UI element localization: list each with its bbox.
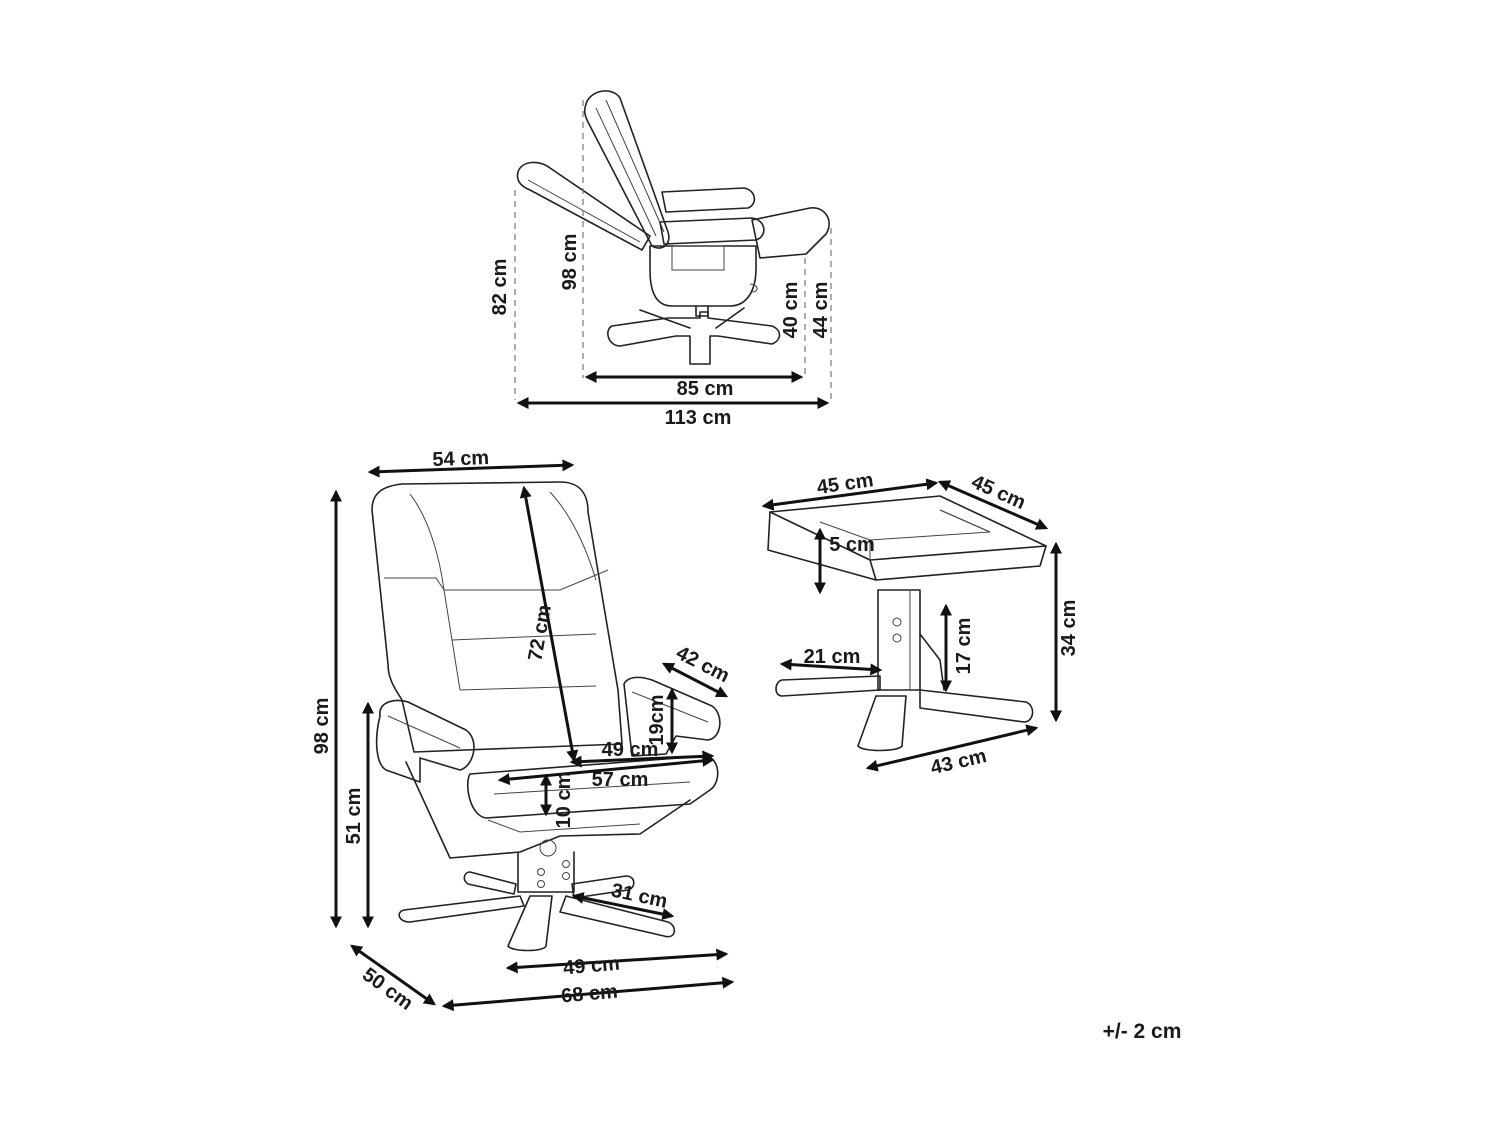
dim-leg-length-label: 21 cm <box>804 646 861 668</box>
dim-seat-height-label: 51 cm <box>343 788 365 845</box>
side-view-drawing <box>514 90 832 400</box>
dim-total-width-arrow <box>441 976 735 1012</box>
dim-seat-width-label: 57 cm <box>592 769 649 791</box>
chair-view: 54 cm 72 cm 42 cm 19cm 49 cm 57 cm 10 cm… <box>311 447 735 1015</box>
dim-seat-depth-label: 49 cm <box>602 739 659 761</box>
dim-chair-width-arrow <box>367 459 575 478</box>
dim-height-reclined-label: 82 cm <box>489 259 511 316</box>
dim-backrest-length-label: 72 cm <box>524 603 556 663</box>
dim-chair-width-label: 54 cm <box>432 447 489 471</box>
dim-armrest-length-arrow <box>661 662 729 698</box>
dim-height-back-label: 98 cm <box>559 234 581 291</box>
dim-footstool-width-arrow <box>761 478 939 511</box>
footstool-view: 45 cm 45 cm 5 cm 34 cm 21 cm 17 cm 43 cm <box>761 469 1080 779</box>
dim-footstool-base-arrow <box>865 724 1039 772</box>
dim-footstool-depth-arrow <box>937 480 1049 530</box>
dim-chair-height-label: 98 cm <box>311 698 333 755</box>
dim-depth-upright-label: 85 cm <box>677 378 734 400</box>
dim-footstool-height-label: 34 cm <box>1058 600 1080 657</box>
dim-depth-reclined-label: 113 cm <box>665 407 732 429</box>
dim-column-height-label: 17 cm <box>953 618 975 675</box>
dim-armrest-height-label: 19cm <box>646 694 668 745</box>
dim-total-width-label: 68 cm <box>560 981 618 1008</box>
dim-seat-thickness-label: 10 cm <box>553 772 575 829</box>
dim-footstool-width-label: 45 cm <box>816 469 875 499</box>
dim-footrest-top-label: 44 cm <box>810 282 832 339</box>
dim-leg-length-arrow <box>779 658 883 676</box>
dim-seat-width-arrow <box>497 754 715 786</box>
tolerance-note: +/- 2 cm <box>1103 1020 1182 1043</box>
dim-base-width-label: 49 cm <box>562 953 620 980</box>
dim-total-depth-arrow <box>350 944 436 1006</box>
dim-backrest-length-arrow <box>519 485 579 763</box>
footstool-drawing <box>767 495 1047 752</box>
dim-footrest-height-label: 40 cm <box>780 282 802 339</box>
side-view-recliner: 85 cm 113 cm 82 cm 98 cm 40 cm 44 cm <box>489 90 832 429</box>
dim-base-width-arrow <box>505 948 729 974</box>
dim-base-leg-arrow <box>571 892 675 920</box>
dim-armrest-length-label: 42 cm <box>672 642 733 687</box>
dim-cushion-thickness-label: 5 cm <box>829 534 875 556</box>
